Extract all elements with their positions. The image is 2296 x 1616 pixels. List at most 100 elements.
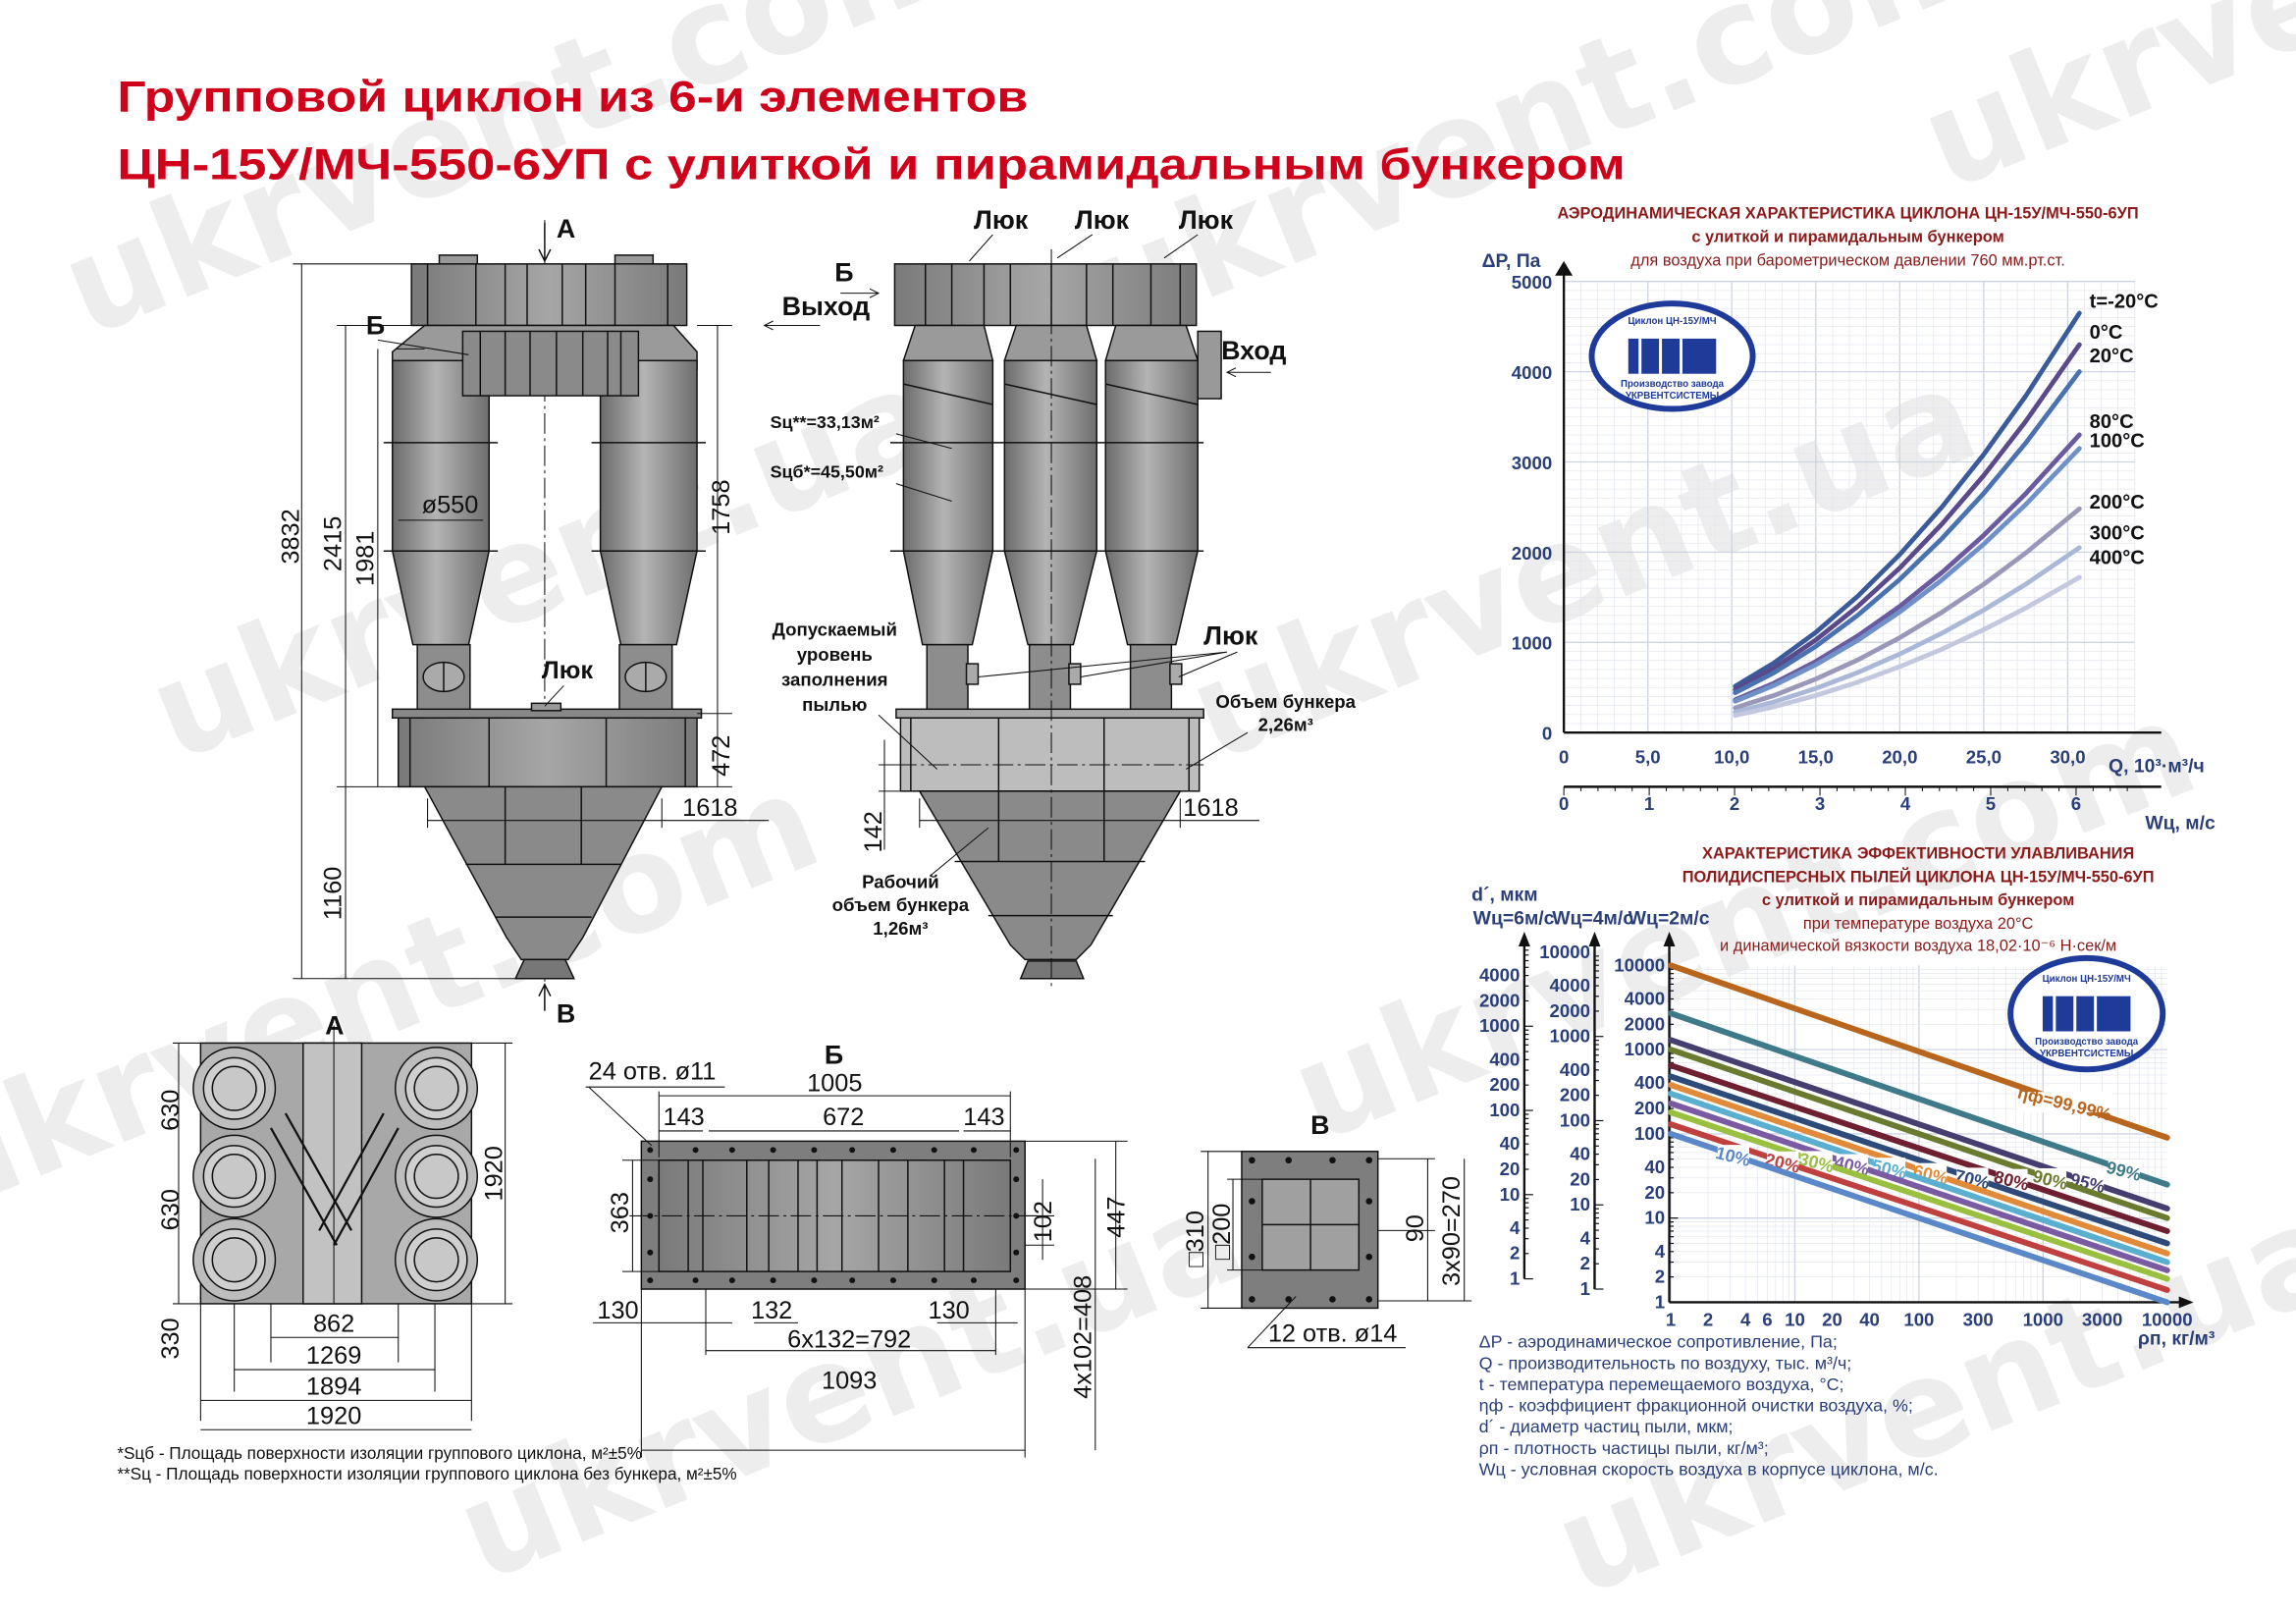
view-a: А 630 630 330 1920 862 1269 1894 1920 — [157, 1010, 513, 1430]
y-tick-label: 100 — [1560, 1109, 1590, 1130]
x2-tick-label: 1 — [1644, 793, 1654, 814]
y-tick-label: 400 — [1634, 1072, 1665, 1093]
y-tick-label: 4000 — [1550, 975, 1590, 996]
stamp-text: УКРВЕНТСИСТЕМЫ — [1626, 391, 1719, 402]
bolt-hole — [931, 1277, 937, 1284]
footnote: **Sц - Площадь поверхности изоляции груп… — [117, 1464, 736, 1483]
y-tick-label: 1000 — [1512, 633, 1552, 654]
x2-tick-label: 4 — [1900, 793, 1911, 814]
chart2-title: ПОЛИДИСПЕРСНЫХ ПЫЛЕЙ ЦИКЛОНА ЦН-15У/МЧ-5… — [1682, 867, 2155, 886]
bolt-hole — [1285, 1157, 1292, 1164]
dim-447: 447 — [1103, 1197, 1131, 1238]
chart1-title: с улиткой и пирамидальным бункером — [1691, 228, 2003, 245]
y-tick-label: 10000 — [1614, 954, 1665, 975]
x-axis-arrow — [2178, 1296, 2194, 1309]
insulation-area-no-bunker: Sц**=33,13м² — [771, 412, 880, 432]
page-title-line1: Групповой циклон из 6-и элементов — [117, 73, 1028, 122]
section-b-marker: Б — [834, 258, 853, 288]
stamp-logo: Циклон ЦН-15У/МЧ Производство завода УКР… — [2007, 954, 2166, 1073]
inlet-duct-b — [461, 330, 640, 397]
x-tick-label: 10000 — [2142, 1309, 2193, 1329]
y-tick-label: 4000 — [1512, 362, 1552, 383]
x-tick-label: 6 — [1762, 1309, 1772, 1329]
dim-630: 630 — [157, 1189, 185, 1230]
series-line-400°C — [1733, 574, 2082, 719]
y-tick-label: 1000 — [1479, 1015, 1520, 1036]
bolt-hole — [1013, 1277, 1020, 1284]
chart2-subtitle: и динамической вязкости воздуха 18,02·10… — [1720, 937, 2116, 954]
y-tick-label: 2 — [1655, 1266, 1665, 1287]
bolt-hole — [647, 1212, 654, 1219]
dim-102: 102 — [1030, 1201, 1057, 1242]
bolt-hole — [849, 1147, 856, 1154]
series-line-30% — [1668, 1109, 2170, 1282]
hatch-label: Люк — [974, 205, 1029, 235]
series-label-gap — [1996, 1168, 2028, 1190]
chart2-axis-label: Wц=6м/с — [1473, 908, 1555, 930]
view-b: Б 24 отв. ø11 1005 143 672 143 363 102 4… — [585, 1040, 1131, 1458]
legend-item: ΔP - аэродинамическое сопротивление, Па; — [1479, 1332, 1838, 1352]
bolt-hole — [1249, 1253, 1255, 1261]
y-tick-label: 4 — [1655, 1241, 1666, 1262]
chart1-ylabel: ΔP, Па — [1482, 250, 1541, 272]
legend-item: d´ - диаметр частиц пыли, мкм; — [1479, 1417, 1734, 1436]
bolt-hole — [1013, 1176, 1020, 1183]
dim-130: 130 — [597, 1297, 638, 1324]
y-axis-arrow — [1518, 932, 1530, 946]
bolt-hole — [849, 1277, 856, 1284]
bolt-hole — [1013, 1147, 1020, 1154]
bolt-hole — [647, 1176, 654, 1183]
cyclone-element — [902, 324, 994, 715]
y-tick-label: 200 — [1634, 1098, 1665, 1118]
bolt-hole — [811, 1277, 818, 1284]
bolt-hole — [770, 1277, 776, 1284]
y-tick-label: 20 — [1500, 1158, 1521, 1179]
x-tick-label: 4 — [1740, 1309, 1751, 1329]
chart1-xlabel: Q, 10³·м³/ч — [2109, 755, 2205, 777]
bolt-hole — [1365, 1253, 1373, 1261]
x-tick-label: 20 — [1822, 1309, 1842, 1329]
y-tick-label: 2 — [1580, 1253, 1590, 1273]
dust-level-label: Допускаемый уровень заполнения пылью — [773, 619, 897, 715]
y-tick-label: 5000 — [1512, 272, 1552, 293]
dim-1981: 1981 — [351, 531, 379, 586]
x-tick-label: 15,0 — [1798, 747, 1834, 768]
pyramidal-bunker — [918, 790, 1182, 961]
bolt-hole — [1329, 1296, 1336, 1303]
series-line-10% — [1668, 1130, 2170, 1306]
y-tick-label: 400 — [1489, 1049, 1520, 1069]
bunker-box — [397, 717, 698, 788]
dim-1758: 1758 — [708, 479, 735, 534]
footnote: *Sцб - Площадь поверхности изоляции груп… — [117, 1443, 642, 1463]
legend: ΔP - аэродинамическое сопротивление, Па;… — [1479, 1332, 1939, 1480]
chart2-title: ХАРАКТЕРИСТИКА ЭФФЕКТИВНОСТИ УЛАВЛИВАНИЯ — [1702, 844, 2134, 862]
dust-level-line: пылью — [802, 694, 867, 715]
bolt-hole — [889, 1147, 896, 1154]
y-tick-label: 100 — [1489, 1100, 1520, 1120]
cyclone-element — [1104, 324, 1200, 715]
x-tick-label: 2 — [1703, 1309, 1713, 1329]
series-line-99% — [1668, 1010, 2170, 1188]
stamp-logo: Циклон ЦН-15У/МЧ Производство завода УКР… — [1588, 300, 1756, 412]
stamp-text: Циклон ЦН-15У/МЧ — [1628, 316, 1716, 327]
cyclone-flange — [211, 1154, 257, 1200]
watermark: ukrvent.com — [1901, 0, 2296, 221]
inlet-branches — [269, 1112, 400, 1246]
hatch-label: Люк — [1075, 205, 1130, 235]
legend-item: Q - производительность по воздуху, тыс. … — [1479, 1353, 1852, 1373]
dim-1920: 1920 — [306, 1402, 361, 1429]
y-tick-label: 0 — [1542, 724, 1552, 744]
x-tick-label: 0 — [1559, 747, 1569, 768]
dim-630: 630 — [157, 1090, 185, 1131]
insulation-area-total: Sцб*=45,50м² — [771, 462, 883, 482]
bolt-hole — [728, 1147, 735, 1154]
dim-1618: 1618 — [682, 794, 737, 822]
view-v-label: В — [1310, 1110, 1329, 1140]
dim-1005: 1005 — [807, 1070, 862, 1098]
y-tick-label: 1 — [1655, 1291, 1665, 1312]
x-tick-label: 3000 — [2082, 1309, 2122, 1329]
y-axis-arrow — [1555, 260, 1574, 276]
inlet-duct — [1197, 330, 1222, 400]
series-label-gap — [2108, 1158, 2140, 1180]
bolt-hole — [647, 1147, 654, 1154]
